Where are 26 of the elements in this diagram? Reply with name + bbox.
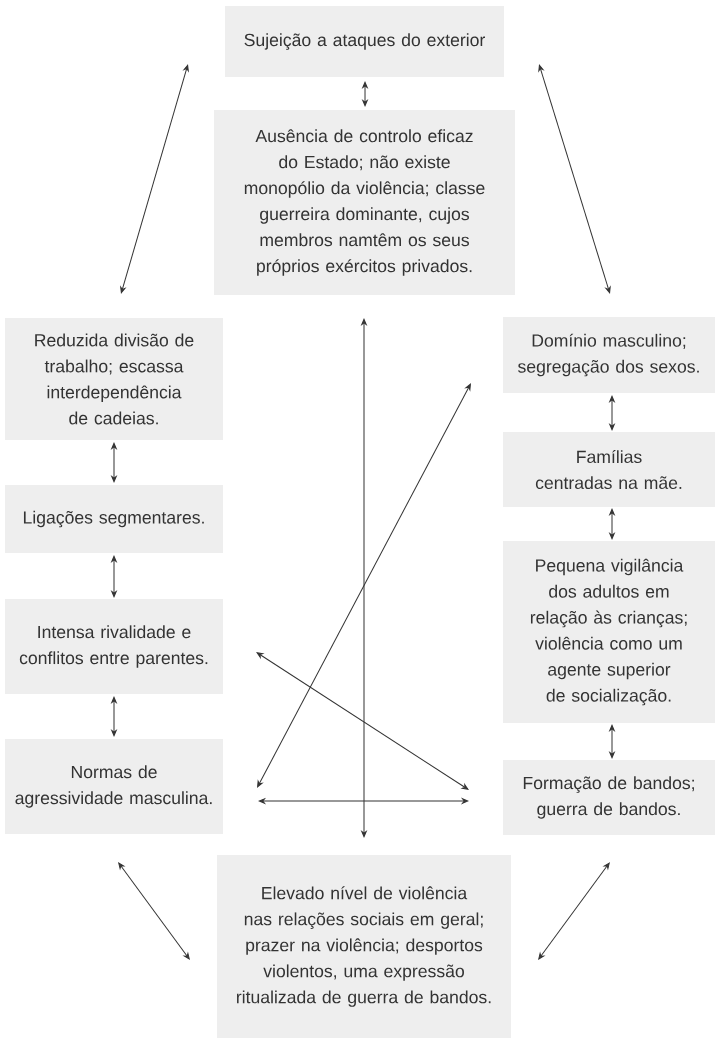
process-box: Elevado nível de violência nas relações sociais em geral; prazer na violência; desportos violentos, uma expressão ritualizada de guerra de bandos. bbox=[217, 855, 511, 1038]
process-box: Ligações segmentares. bbox=[5, 485, 223, 553]
arrow bbox=[361, 318, 367, 838]
arrow bbox=[111, 696, 117, 737]
process-box: Ausência de controlo eficaz do Estado; não existe monopólio da violência; classe guerreira dominante, cujos membros namtêm os seus próprios exércitos privados. bbox=[214, 110, 515, 295]
process-box: Famílias centradas na mãe. bbox=[503, 432, 715, 507]
arrow bbox=[257, 383, 471, 788]
process-box: Pequena vigilância dos adultos em relação às crianças; violência como um agente superior de socialização. bbox=[503, 541, 715, 723]
arrow bbox=[256, 652, 469, 790]
process-box: Normas de agressividade masculina. bbox=[5, 739, 223, 834]
arrow bbox=[538, 862, 610, 960]
process-box: Formação de bandos; guerra de bandos. bbox=[503, 760, 715, 835]
arrow bbox=[362, 81, 368, 107]
process-box: Intensa rivalidade e conflitos entre parentes. bbox=[5, 599, 223, 694]
arrow bbox=[111, 555, 117, 598]
arrow bbox=[120, 64, 189, 294]
process-box: Sujeição a ataques do exterior bbox=[225, 6, 504, 77]
process-box: Reduzida divisão de trabalho; escassa interdependência de cadeias. bbox=[5, 318, 223, 440]
arrow bbox=[538, 64, 611, 294]
arrow bbox=[609, 508, 615, 540]
process-box: Domínio masculino; segregação dos sexos. bbox=[503, 317, 715, 393]
arrow bbox=[609, 395, 615, 431]
arrow bbox=[258, 798, 469, 804]
arrow bbox=[111, 442, 117, 483]
arrow bbox=[609, 724, 615, 759]
arrow bbox=[118, 862, 190, 960]
